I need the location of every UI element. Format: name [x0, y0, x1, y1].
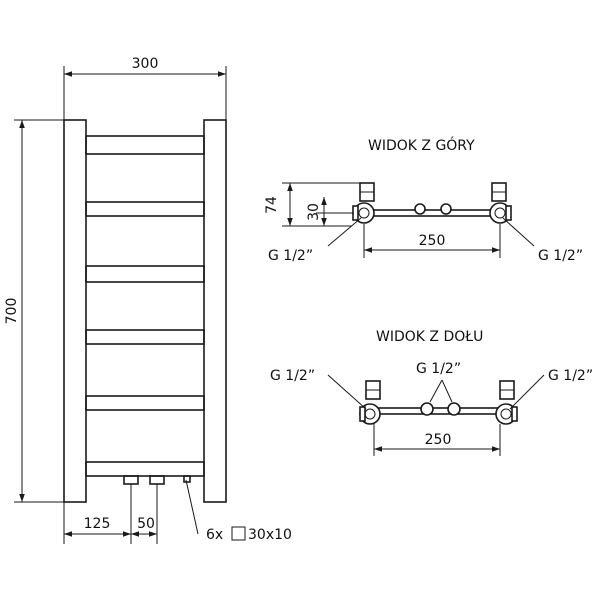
depth-label: 74: [264, 196, 280, 214]
top-connection-left: [414, 203, 426, 215]
rail-5: [85, 395, 205, 411]
bottom-view-bar: [365, 407, 507, 415]
spacing-label: 50: [137, 516, 155, 532]
width-label: 300: [132, 56, 159, 72]
top-thread-left-label: G 1/2”: [268, 248, 313, 264]
rail-3: [85, 265, 205, 283]
rail-section-icon: [231, 526, 246, 541]
bottom-thread-left-label: G 1/2”: [270, 368, 315, 384]
top-thread-right-label: G 1/2”: [538, 248, 583, 264]
bottom-spacing-label: 250: [425, 432, 452, 448]
right-tube: [203, 119, 227, 503]
connection-nipple-left: [123, 475, 139, 485]
bottom-thread-right-label: G 1/2”: [548, 368, 593, 384]
rail-4: [85, 329, 205, 345]
rail-spec-leader: [185, 479, 199, 535]
rail-1: [85, 135, 205, 155]
top-spacing-label: 250: [419, 233, 446, 249]
bottom-view-title: WIDOK Z DOŁU: [376, 329, 483, 345]
bottom-thread-center-label: G 1/2”: [416, 361, 461, 377]
top-view-bar: [363, 209, 503, 217]
rail-6: [85, 461, 205, 477]
connection-stub-right: [183, 475, 191, 483]
bottom-connection-left: [420, 402, 434, 416]
rail-2: [85, 201, 205, 217]
front-view: 300 700 125 50 6x 30x10: [4, 56, 292, 544]
left-tube: [63, 119, 87, 503]
bottom-connection-right: [447, 402, 461, 416]
offset-label: 125: [84, 516, 111, 532]
rail-spec-size: 30x10: [248, 527, 292, 543]
top-view-title: WIDOK Z GÓRY: [368, 136, 475, 154]
top-connection-right: [440, 203, 452, 215]
rail-spec-prefix: 6x: [206, 527, 223, 543]
height-label: 700: [4, 298, 20, 325]
rails: [85, 135, 205, 477]
top-view: WIDOK Z GÓRY 74 30 250 G 1/2”: [264, 136, 583, 264]
top-offset-label: 30: [306, 203, 322, 221]
bottom-view: WIDOK Z DOŁU 250 G 1/2” G 1/2” G 1/2”: [270, 329, 593, 456]
connection-nipple-right: [149, 475, 165, 485]
